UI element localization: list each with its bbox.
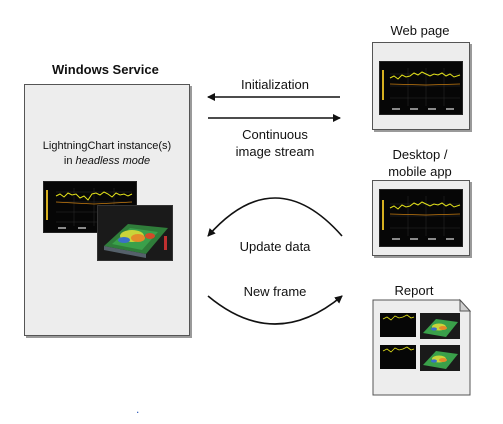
desktop-mobile-label: Desktop / mobile app: [360, 146, 480, 180]
desktop-app-chart-thumbnail: [379, 189, 463, 247]
report-label: Report: [394, 283, 434, 298]
web-page-chart-graphic: [380, 62, 462, 114]
desktop-line1: Desktop /: [392, 147, 448, 162]
service-line1: LightningChart instance(s): [42, 140, 172, 152]
new-frame-arrow: [207, 295, 343, 325]
report-document: [372, 298, 472, 396]
service-description: LightningChart instance(s) in headless m…: [25, 139, 189, 169]
surface-chart-thumbnail-graphic: [98, 206, 172, 260]
web-page-chart-thumbnail: [379, 61, 463, 115]
initialization-label: Initialization: [241, 77, 309, 92]
desktop-app-box: [372, 180, 470, 256]
update-data-arrow: [207, 197, 343, 237]
update-data-label: Update data: [239, 239, 311, 254]
stray-dot: .: [136, 402, 140, 416]
desktop-line2: mobile app: [388, 164, 452, 179]
web-page-box: [372, 42, 470, 130]
desktop-app-chart-graphic: [380, 190, 462, 246]
continuous-line2: image stream: [235, 144, 315, 159]
windows-service-title: Windows Service: [52, 62, 159, 77]
continuous-image-stream-label: Continuous image stream: [215, 126, 335, 160]
surface-chart-thumbnail: [97, 205, 173, 261]
web-page-label: Web page: [390, 23, 450, 38]
continuous-line1: Continuous: [242, 127, 308, 142]
windows-service-box: LightningChart instance(s) in headless m…: [24, 84, 190, 336]
service-line2: in headless mode: [63, 155, 151, 167]
headless-mode-text: headless mode: [75, 155, 151, 167]
new-frame-label: New frame: [243, 284, 307, 299]
